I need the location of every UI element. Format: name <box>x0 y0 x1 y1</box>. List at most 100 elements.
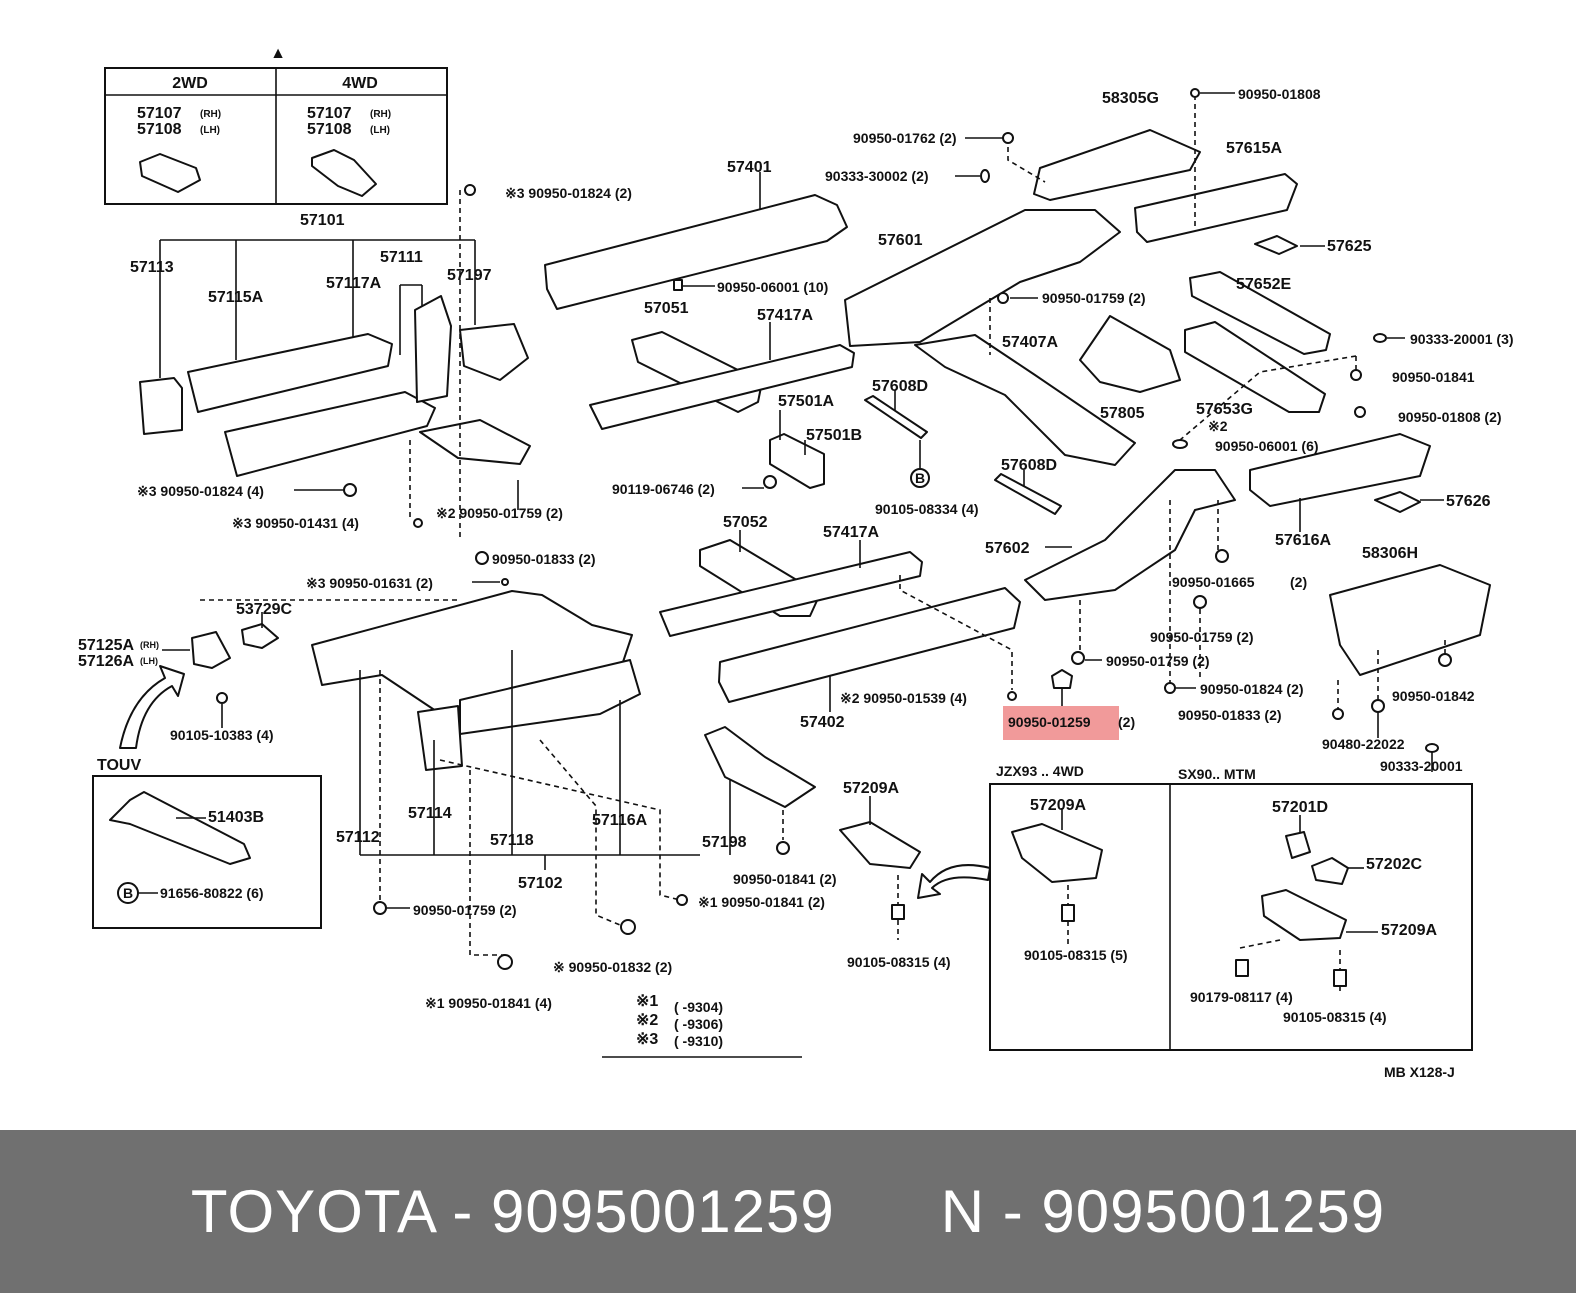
notes: ※1 ( -9304) ※2 ( -9306) ※3 ( -9310) <box>602 993 802 1058</box>
part-57616A-drawing <box>1249 433 1431 507</box>
fastener-icon <box>497 954 513 970</box>
label-57608D-mid: 57608D <box>1001 457 1057 474</box>
label-f-01841-c: 90950-01841 (2) <box>733 871 837 887</box>
label-f-01759-r2: 90950-01759 (2) <box>1106 653 1210 669</box>
nut-icon <box>1051 669 1073 689</box>
label-f-01665: 90950-01665 <box>1172 574 1255 590</box>
fastener-icon <box>620 919 636 935</box>
highlighted-part-number[interactable]: 90950-01259 <box>1008 714 1091 730</box>
label-f-80822: 91656-80822 (6) <box>160 885 264 901</box>
bolt-icon <box>891 904 905 920</box>
label-57608D-top: 57608D <box>872 378 928 395</box>
part-57209A-sx-drawing <box>1261 889 1347 941</box>
label-57626: 57626 <box>1446 493 1491 510</box>
group-bracket-57101 <box>159 239 476 378</box>
label-57653G: 57653G <box>1196 401 1253 418</box>
label-f-01762: 90950-01762 (2) <box>853 130 957 146</box>
label-57501B: 57501B <box>806 427 862 444</box>
part-53729C-drawing <box>241 623 279 649</box>
footer-part-numbers: TOYOTA - 9095001259 N - 9095001259 <box>190 1178 1386 1245</box>
note1-mark: ※1 <box>636 993 658 1010</box>
note2-mark: ※2 <box>636 1012 658 1029</box>
fastener-icon <box>997 292 1009 304</box>
note3-mark: ※3 <box>636 1031 658 1048</box>
fastener-icon <box>1332 708 1344 720</box>
label-57501A: 57501A <box>778 393 834 410</box>
part-57417A-top-drawing <box>589 344 855 430</box>
bolt-b-letter: B <box>123 885 133 901</box>
dash-leader <box>899 575 1013 690</box>
label-f-3-01431: ※3 90950-01431 (4) <box>232 515 359 531</box>
label-57616A: 57616A <box>1275 532 1331 549</box>
label-f-01665-qty: (2) <box>1290 574 1307 590</box>
label-57112: 57112 <box>336 829 380 846</box>
label-f-01841-r: 90950-01841 <box>1392 369 1475 385</box>
label-58305G: 58305G <box>1102 90 1159 107</box>
label-57615A: 57615A <box>1226 140 1282 157</box>
label-f-10383: 90105-10383 (4) <box>170 727 274 743</box>
label-57118: 57118 <box>490 832 534 849</box>
center-top-group <box>544 172 855 430</box>
part-57117A-drawing <box>224 391 436 477</box>
label-53729C: 53729C <box>236 601 292 618</box>
label-57198: 57198 <box>702 834 747 851</box>
part-57615A-drawing <box>1134 173 1298 243</box>
dash-left-vertical <box>200 190 461 601</box>
part-57209A-jzx-drawing <box>1011 823 1103 883</box>
part-58305G-drawing <box>1033 129 1201 201</box>
label-57417A-top: 57417A <box>757 307 813 324</box>
label-f-3-01824-l: ※3 90950-01824 (4) <box>137 483 264 499</box>
fastener-icon <box>1371 699 1385 713</box>
label-f-01759-mid: 90950-01759 (2) <box>1042 290 1146 306</box>
fastener-icon <box>464 184 476 196</box>
part-57417A-mid-drawing <box>659 551 923 637</box>
label-57202C: 57202C <box>1366 856 1422 873</box>
fastener-icon <box>673 279 683 291</box>
label-57602: 57602 <box>985 540 1030 557</box>
label-57113: 57113 <box>130 259 174 276</box>
label-57114: 57114 <box>408 805 452 822</box>
label-f-01824-r: 90950-01824 (2) <box>1200 681 1304 697</box>
note1-text: ( -9304) <box>674 999 723 1015</box>
part-57805-drawing <box>1079 315 1181 393</box>
part-57111-drawing <box>414 295 452 403</box>
label-f-3-01824-top: ※3 90950-01824 (2) <box>505 185 632 201</box>
part-57626-drawing <box>1374 491 1421 513</box>
label-58306H: 58306H <box>1362 545 1418 562</box>
label-f-08315-5: 90105-08315 (5) <box>1024 947 1128 963</box>
washer-icon <box>1373 333 1387 343</box>
part-57602-drawing <box>1024 469 1236 601</box>
label-57126A: 57126A <box>78 653 134 670</box>
part-57501-drawing <box>769 433 825 489</box>
group-bracket-57102 <box>359 650 731 870</box>
label-f-1-01841-4: ※1 90950-01841 (4) <box>425 995 552 1011</box>
touv-box-frame <box>92 775 322 929</box>
label-f-01759-bl: 90950-01759 (2) <box>413 902 517 918</box>
label-f-08315-s: 90105-08315 (4) <box>1283 1009 1387 1025</box>
fastener-icon <box>413 518 423 528</box>
rh-tag-4wd: (RH) <box>370 109 391 120</box>
washer-icon <box>1172 439 1188 449</box>
footer-bar: TOYOTA - 9095001259 N - 9095001259 <box>0 1130 1576 1293</box>
dash-leader <box>1079 500 1219 690</box>
label-f-2-01539: ※2 90950-01539 (4) <box>840 690 967 706</box>
center-mid-group: B <box>659 390 1062 712</box>
washer-icon <box>1425 743 1439 753</box>
dash-leader <box>1007 138 1046 183</box>
left-frame-group <box>139 184 531 601</box>
label-f-01842: 90950-01842 <box>1392 688 1475 704</box>
fastener-icon <box>1002 132 1014 144</box>
label-57209A-mid: 57209A <box>843 780 899 797</box>
label-57111: 57111 <box>380 249 423 266</box>
label-51403B: 51403B <box>208 809 264 826</box>
lh-tag-4wd: (LH) <box>370 125 390 136</box>
dash-leader <box>1239 939 1341 995</box>
note2-text: ( -9306) <box>674 1016 723 1032</box>
label-57402: 57402 <box>800 714 845 731</box>
part-57652E-drawing <box>1189 271 1331 355</box>
label-f-20001-3: 90333-20001 (3) <box>1410 331 1514 347</box>
bolt-b-letter: B <box>915 470 925 486</box>
part-57209A-mid-drawing <box>839 821 921 869</box>
part-57402-drawing <box>718 587 1021 703</box>
label-57101: 57101 <box>300 212 345 229</box>
